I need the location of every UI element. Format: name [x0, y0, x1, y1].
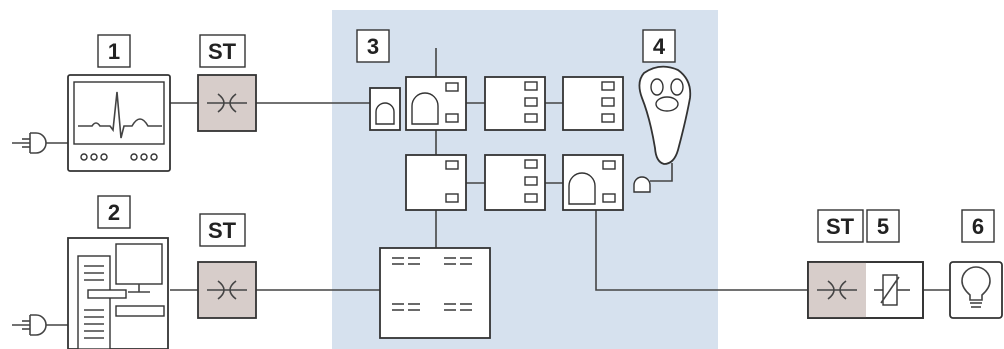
network-module — [405, 76, 467, 131]
isolation-transformer-icon — [197, 74, 257, 132]
power-plug-icon — [12, 132, 70, 154]
label-st-3: ST — [826, 214, 855, 239]
connector-module — [369, 87, 401, 131]
network-module — [484, 76, 546, 131]
label-3-box: 3 — [356, 29, 390, 63]
isolation-transformer-icon — [197, 261, 257, 319]
hub-module — [379, 247, 491, 339]
network-module — [562, 154, 624, 211]
patient-monitor-icon — [67, 74, 171, 172]
label-st-2-box: ST — [199, 213, 246, 247]
isolation-relay-unit — [807, 261, 924, 319]
label-6-box: 6 — [961, 209, 995, 243]
network-module — [484, 154, 546, 211]
label-5-box: 5 — [866, 209, 900, 243]
network-module — [405, 154, 467, 211]
power-plug-icon — [12, 314, 72, 336]
label-st-1: ST — [208, 39, 237, 64]
label-6: 6 — [972, 214, 984, 239]
label-st-3-box: ST — [817, 209, 864, 243]
label-2: 2 — [108, 200, 120, 225]
label-4-box: 4 — [642, 29, 676, 63]
label-1-box: 1 — [97, 34, 131, 68]
label-st-1-box: ST — [199, 34, 246, 68]
label-2-box: 2 — [97, 195, 131, 229]
connection-lines — [170, 48, 950, 291]
label-1: 1 — [108, 39, 120, 64]
remote-connector — [633, 176, 651, 193]
label-3: 3 — [367, 34, 379, 59]
computer-workstation-icon — [67, 237, 169, 349]
label-st-2: ST — [208, 218, 237, 243]
hand-remote-icon — [638, 65, 692, 165]
label-5: 5 — [877, 214, 889, 239]
label-4: 4 — [653, 34, 666, 59]
network-module — [562, 76, 624, 131]
lamp-icon — [949, 261, 1003, 319]
